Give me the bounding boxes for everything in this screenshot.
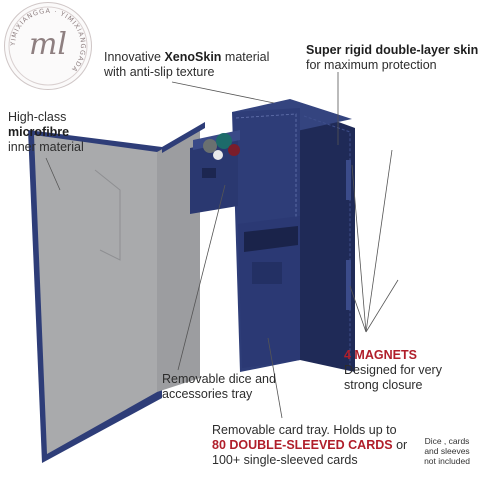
label-xenoskin: Innovative XenoSkin material with anti-s… bbox=[104, 50, 270, 79]
magnet-strip-lower bbox=[346, 260, 351, 310]
die-red-icon bbox=[228, 144, 240, 156]
brand-logo: YIMIXIANGGA · YIMIXIANGGADA ml bbox=[4, 2, 92, 90]
die-teal-icon bbox=[216, 133, 232, 149]
leader-xenoskin bbox=[171, 81, 275, 104]
label-dice-tray: Removable dice and accessories tray bbox=[162, 372, 276, 401]
leader-dice-tray bbox=[177, 184, 226, 371]
magnet-strip-upper bbox=[346, 160, 351, 200]
label-microfibre: High-class microfibre inner material bbox=[8, 110, 84, 154]
leader-magnet-2 bbox=[365, 149, 393, 333]
leader-magnet-3 bbox=[365, 279, 399, 333]
box-side-stitching bbox=[303, 115, 351, 366]
leader-magnet-1 bbox=[351, 164, 367, 333]
box-side-face bbox=[300, 108, 355, 372]
leader-microfibre bbox=[45, 157, 61, 191]
logo-monogram: ml bbox=[28, 27, 68, 62]
leader-card-tray bbox=[267, 337, 283, 419]
logo-ring: YIMIXIANGGA · YIMIXIANGGADA bbox=[8, 6, 88, 86]
card-tray-front bbox=[238, 216, 300, 368]
leader-magnet-4 bbox=[349, 285, 367, 333]
label-double-layer-skin: Super rigid double-layer skin for maximu… bbox=[306, 43, 479, 72]
not-included-note: Dice , cards and sleeves not included bbox=[424, 436, 470, 466]
lid-microfibre-lining bbox=[34, 135, 157, 454]
lid-top-edge bbox=[162, 122, 205, 153]
dice-tray-notch bbox=[202, 168, 216, 178]
label-magnets: 4 MAGNETS Designed for very strong closu… bbox=[344, 348, 442, 392]
label-card-tray: Removable card tray. Holds up to 80 DOUB… bbox=[212, 423, 408, 467]
card-tray-cards bbox=[244, 226, 298, 252]
die-grey-icon bbox=[203, 139, 217, 153]
lid-fold-crease bbox=[94, 169, 121, 261]
card-tray-notch bbox=[252, 262, 282, 284]
die-white-icon bbox=[213, 150, 223, 160]
